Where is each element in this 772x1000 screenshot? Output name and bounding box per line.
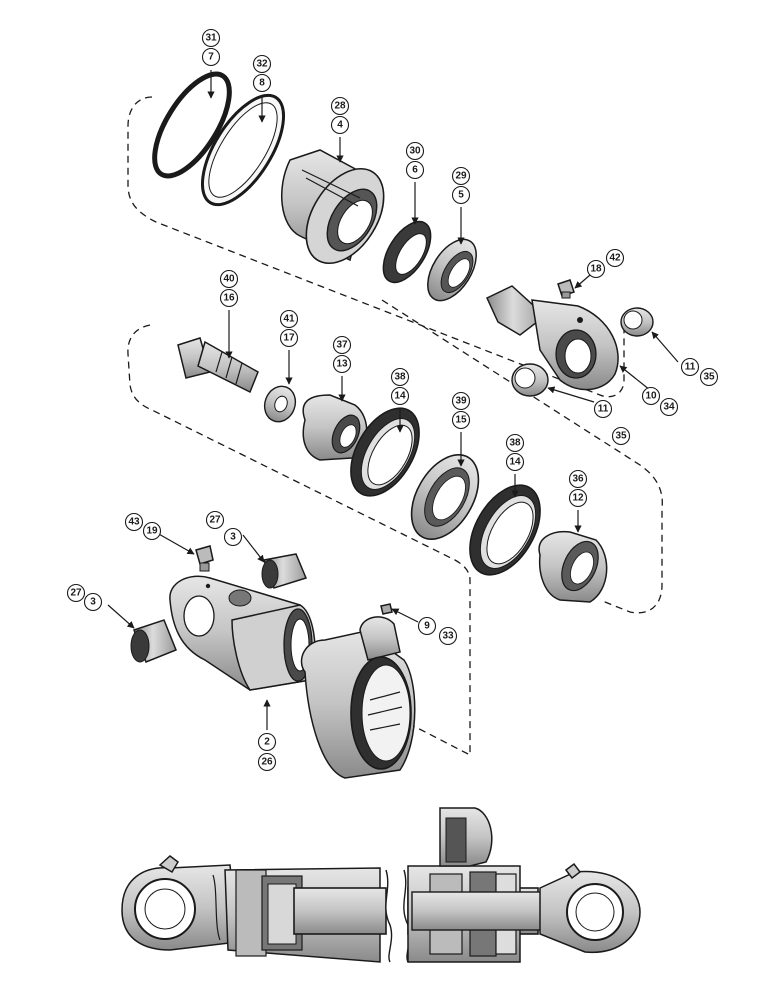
svg-text:42: 42 [609,253,621,264]
svg-text:26: 26 [261,757,273,768]
rod-seal [382,220,432,284]
set-screw [380,603,393,615]
callout-41-17: 41 17 [279,309,299,348]
svg-text:14: 14 [509,457,521,468]
wiper-seal [427,238,477,302]
snap-ring [152,71,232,179]
svg-text:15: 15 [455,415,467,426]
callout-40-16: 40 16 [219,269,239,308]
svg-text:29: 29 [455,171,467,182]
svg-text:31: 31 [205,33,217,44]
svg-text:33: 33 [442,631,454,642]
cylinder-tube [300,616,416,779]
callout-36-12: 36 12 [568,469,588,508]
callout-11-35-right: 11 35 [680,357,719,387]
callout-30-6: 30 6 [405,141,425,180]
callout-29-5: 29 5 [451,166,471,205]
callout-38-14-left: 38 14 [390,367,410,406]
svg-text:27: 27 [70,588,82,599]
svg-text:11: 11 [685,362,696,373]
svg-text:38: 38 [394,372,406,383]
grease-fitting-lower [195,545,214,572]
assembly-outline-middle [127,324,471,757]
spacer [538,530,608,603]
bushing-right [620,307,654,337]
svg-text:6: 6 [412,165,418,176]
callout-37-13: 37 13 [332,335,352,374]
svg-text:9: 9 [424,621,430,632]
cylinder-head [280,149,385,265]
svg-text:13: 13 [336,359,348,370]
svg-text:7: 7 [208,52,214,63]
svg-text:39: 39 [455,396,467,407]
svg-text:36: 36 [572,474,584,485]
svg-text:28: 28 [334,101,346,112]
svg-text:32: 32 [256,59,268,70]
svg-text:40: 40 [223,274,235,285]
svg-text:43: 43 [128,517,140,528]
svg-text:35: 35 [615,431,627,442]
grease-fitting [557,279,575,299]
callout-43-19: 43 19 [124,512,162,541]
svg-text:38: 38 [509,438,521,449]
svg-text:2: 2 [264,737,270,748]
svg-text:17: 17 [283,333,295,344]
cylinder-base [169,575,316,691]
svg-text:18: 18 [590,264,602,275]
assembled-cylinder-view [121,807,641,963]
callout-10-34: 10 34 [641,386,679,417]
callout-39-15: 39 15 [451,391,471,430]
svg-text:34: 34 [663,402,675,413]
bushing-left [130,619,177,663]
callout-27-3-top: 27 3 [205,510,243,547]
washer [263,385,297,423]
piston-seal-right [469,484,541,576]
svg-text:5: 5 [458,190,464,201]
rod-eye [486,285,619,391]
svg-text:16: 16 [223,293,235,304]
leader-lines [107,70,679,730]
callout-38-14-right: 38 14 [505,433,525,472]
bushing-lower [511,363,549,397]
bushing-top [261,553,308,589]
svg-text:10: 10 [645,391,657,402]
callout-27-3-left: 27 3 [66,583,103,612]
svg-text:37: 37 [336,340,348,351]
bolt [177,337,259,394]
svg-text:11: 11 [598,404,609,415]
callout-9-33: 9 33 [417,616,458,646]
assembly-outline-right [381,299,663,614]
piston [410,453,480,541]
callout-31-7: 31 7 [201,28,221,67]
svg-text:41: 41 [283,314,295,325]
svg-text:14: 14 [394,391,406,402]
callout-32-8: 32 8 [252,54,272,93]
svg-text:35: 35 [703,372,715,383]
svg-text:19: 19 [146,526,158,537]
callout-11-35-lower: 11 35 [593,399,631,446]
callout-28-4: 28 4 [330,96,350,135]
svg-text:12: 12 [572,493,584,504]
svg-text:3: 3 [90,597,96,608]
svg-text:3: 3 [230,532,236,543]
svg-text:27: 27 [209,515,221,526]
callout-18-42: 18 42 [586,248,625,279]
piston-nut [302,394,368,461]
svg-text:30: 30 [409,146,421,157]
callout-2-26: 2 26 [257,732,277,772]
svg-text:8: 8 [259,78,265,89]
svg-text:4: 4 [337,120,343,131]
